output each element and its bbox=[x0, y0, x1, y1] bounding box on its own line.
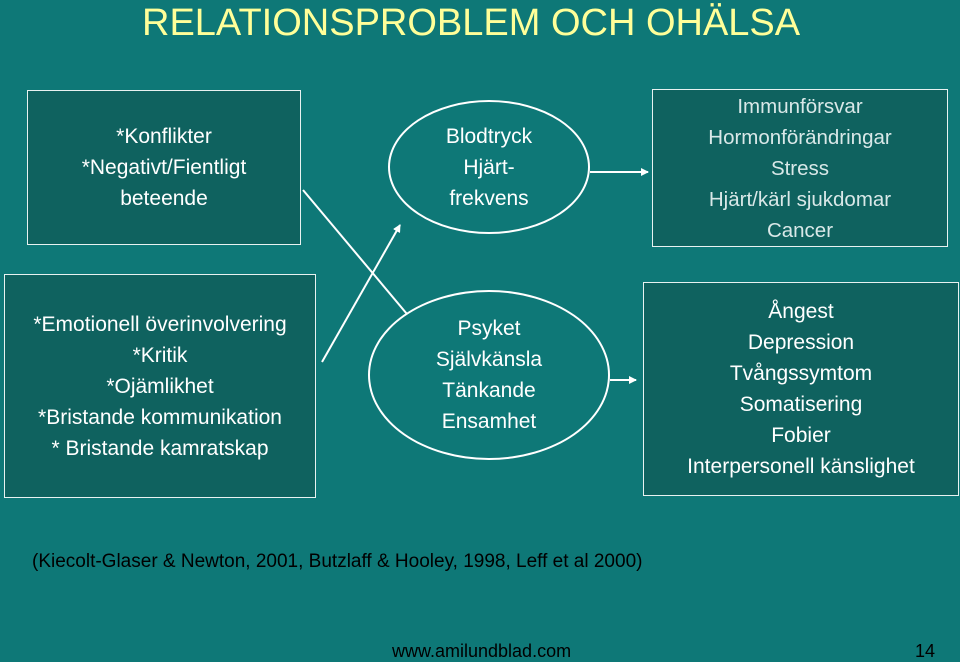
behavior-line: *Negativt/Fientligt bbox=[81, 156, 247, 179]
physiology-line: Hjärt- bbox=[463, 155, 515, 179]
symptoms-line: Depression bbox=[747, 331, 855, 354]
psyche-line: Tänkande bbox=[442, 379, 536, 402]
reference-citation: (Kiecolt-Glaser & Newton, 2001, Butzlaff… bbox=[32, 551, 643, 572]
family-line: *Bristande kommunikation bbox=[38, 405, 282, 429]
family-line: * Bristande kamratskap bbox=[51, 436, 269, 460]
family-line: *Emotionell överinvolvering bbox=[33, 312, 287, 336]
health-line: Hjärt/kärl sjukdomar bbox=[708, 187, 892, 211]
psyche-ellipse: Psyket Självkänsla Tänkande Ensamhet bbox=[368, 290, 610, 460]
physiology-line: Blodtryck bbox=[445, 124, 533, 148]
health-line: Immunförsvar bbox=[737, 94, 863, 118]
symptoms-line: Interpersonell känslighet bbox=[687, 455, 915, 478]
family-line: *Ojämlikhet bbox=[106, 374, 214, 398]
psyche-line: Ensamhet bbox=[441, 410, 537, 433]
behavior-box: *Konflikter *Negativt/Fientligt beteende bbox=[27, 90, 301, 245]
symptoms-line: Ångest bbox=[768, 300, 834, 323]
health-line: Stress bbox=[770, 156, 830, 180]
arrow-behavior-to-psyche bbox=[302, 189, 413, 321]
symptoms-line: Tvångssymtom bbox=[729, 362, 873, 385]
symptoms-box: Ångest Depression Tvångssymtom Somatiser… bbox=[643, 282, 959, 496]
arrow-psyche-to-physiology bbox=[321, 224, 401, 363]
psyche-line: Självkänsla bbox=[435, 348, 543, 371]
psyche-line: Psyket bbox=[451, 317, 527, 340]
symptoms-line: Somatisering bbox=[739, 393, 863, 416]
physiology-ellipse: Blodtryck Hjärt- frekvens bbox=[388, 100, 590, 234]
symptoms-line: Fobier bbox=[771, 424, 831, 447]
behavior-line: *Konflikter bbox=[116, 125, 212, 148]
health-line: Hormonförändringar bbox=[708, 125, 892, 149]
footer-url: www.amilundblad.com bbox=[392, 641, 572, 661]
health-box: Immunförsvar Hormonförändringar Stress H… bbox=[652, 89, 948, 247]
behavior-line: beteende bbox=[120, 187, 208, 210]
physiology-line: frekvens bbox=[449, 186, 529, 210]
slide-title: RELATIONSPROBLEM OCH OHÄLSA bbox=[142, 2, 801, 44]
page-number: 14 bbox=[915, 641, 936, 661]
health-line: Cancer bbox=[766, 218, 834, 242]
family-box: *Emotionell överinvolvering *Kritik *Ojä… bbox=[4, 274, 316, 498]
family-line: *Kritik bbox=[132, 343, 188, 367]
